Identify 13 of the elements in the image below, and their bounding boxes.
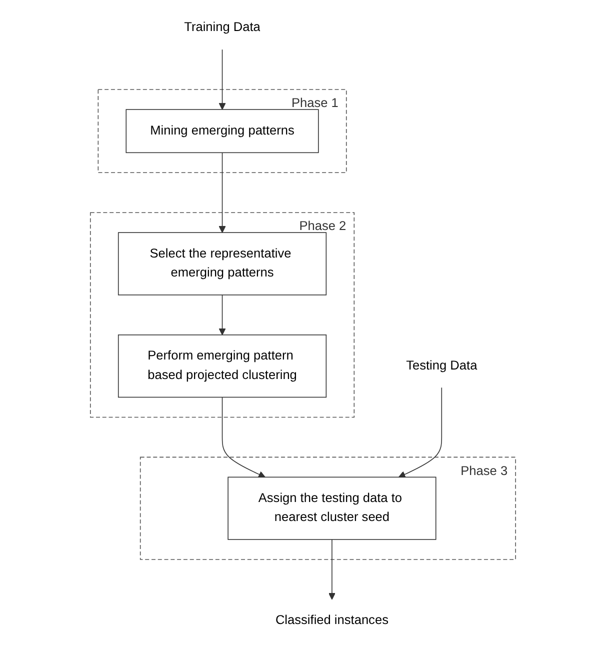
arrow [398,387,442,478]
node-text: Classified instances [275,614,388,628]
arrow [218,49,226,110]
node-box: Assign the testing data to nearest cluster seed [228,476,436,540]
node-text: Testing Data [406,358,478,372]
arrow [328,539,336,600]
arrow [222,396,266,478]
node-box: Perform emerging pattern based projected clustering [118,334,327,398]
node-box: Mining emerging patterns [126,109,319,154]
arrow [218,294,226,336]
node-box: Select the representative emerging patterns [118,232,327,296]
node-text: Training Data [184,20,260,34]
arrow [218,152,226,233]
